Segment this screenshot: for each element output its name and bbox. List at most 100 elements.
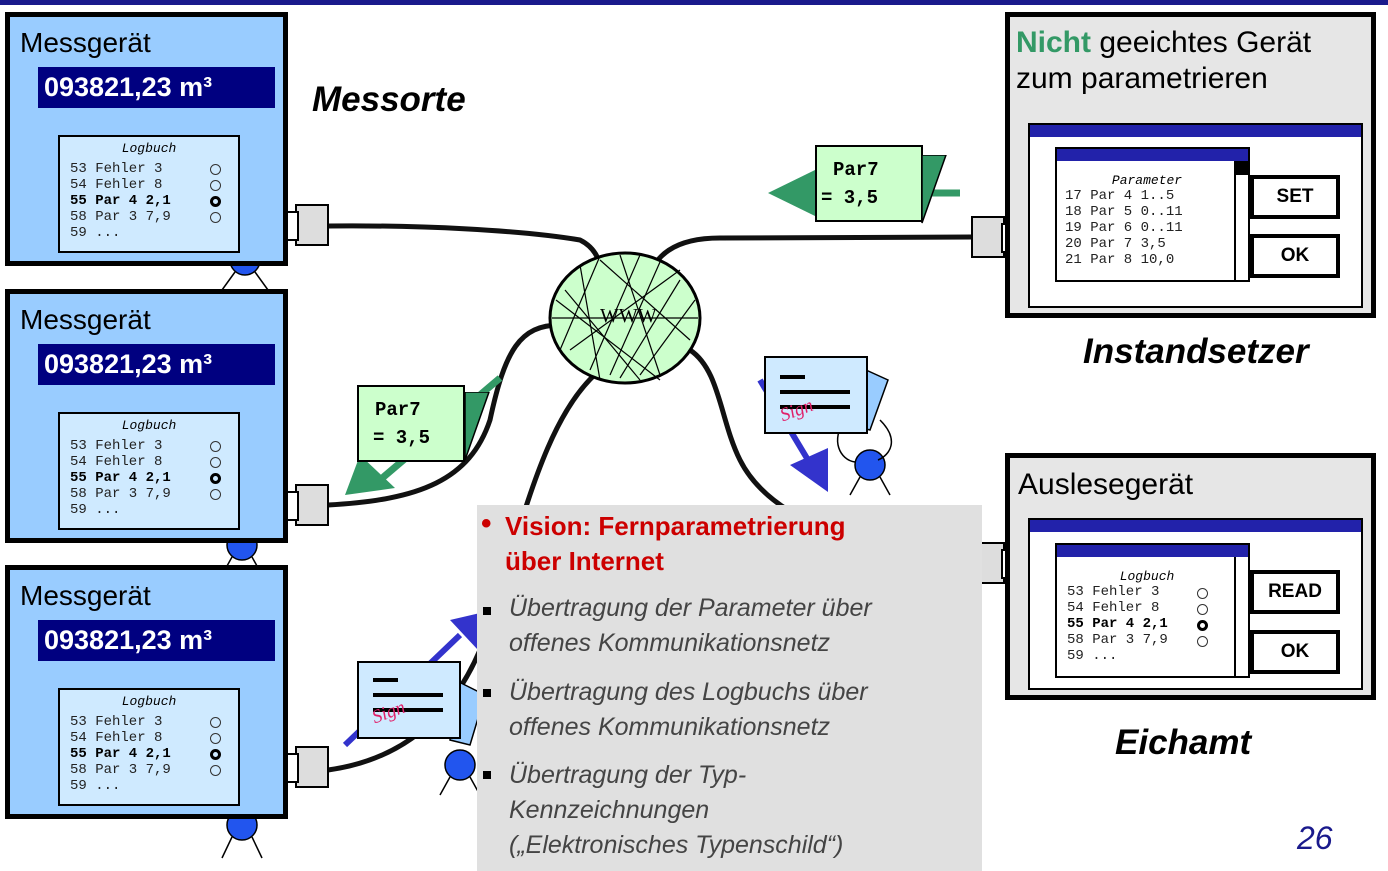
bullet-square xyxy=(483,771,491,779)
scrollbar[interactable] xyxy=(1234,557,1248,676)
note-fold-mid xyxy=(464,392,490,461)
www-globe xyxy=(548,251,702,385)
bullet-square xyxy=(483,689,491,697)
log-line: 59 ... xyxy=(70,778,121,794)
logbook-title: Logbuch xyxy=(121,141,177,156)
ok-button[interactable]: OK xyxy=(1250,630,1340,674)
page-number: 26 xyxy=(1297,820,1333,856)
bullet-dot: • xyxy=(481,507,492,540)
clock-icon xyxy=(210,180,221,191)
note-line1: Par7 xyxy=(833,159,879,181)
clock-icon xyxy=(210,733,221,744)
cable-device2 xyxy=(325,322,563,508)
signed-document-right xyxy=(764,356,889,434)
note-fold-top xyxy=(921,155,947,224)
vision-text-box: • Vision: Fernparametrierung über Intern… xyxy=(477,505,982,871)
logbook-title: Logbuch xyxy=(121,418,177,433)
clock-icon xyxy=(210,473,221,484)
param-line: 19 Par 6 0..11 xyxy=(1065,220,1183,236)
clock-icon xyxy=(210,164,221,175)
window-titlebar xyxy=(1030,125,1361,137)
log-line: 59 ... xyxy=(70,502,121,518)
logbook: Logbuch 53 Fehler 3 54 Fehler 8 55 Par 4… xyxy=(58,412,240,530)
parameter-window: Parameter 17 Par 4 1..5 18 Par 5 0..11 1… xyxy=(1055,147,1250,282)
bullet-parameter: Übertragung der Parameter über offenes K… xyxy=(509,591,872,661)
reader-device: Auslesegerät Logbuch 53 Fehler 3 54 Fehl… xyxy=(1005,453,1376,700)
param-note-mid: Par7 = 3,5 xyxy=(357,385,465,462)
vision-line1: Vision: Fernparametrierung xyxy=(505,511,846,541)
clock-icon xyxy=(210,489,221,500)
bullet-typenschild: Übertragung der Typ- Kennzeichnungen („E… xyxy=(509,758,843,863)
nicht-label: Nicht xyxy=(1016,26,1091,59)
param-note-top: Par7 = 3,5 xyxy=(815,145,923,222)
logbook-window: Logbuch 53 Fehler 3 54 Fehler 8 55 Par 4… xyxy=(1055,543,1250,678)
reader-device-title: Auslesegerät xyxy=(1018,468,1194,501)
param-line: 20 Par 7 3,5 xyxy=(1065,236,1166,252)
bullet-line: offenes Kommunikationsnetz xyxy=(509,629,831,657)
clock-icon xyxy=(210,457,221,468)
bullet-line: Kennzeichnungen xyxy=(509,796,710,824)
window-titlebar xyxy=(1030,520,1361,532)
clock-icon xyxy=(1197,588,1208,599)
www-label: WWW xyxy=(600,305,657,327)
ok-button[interactable]: OK xyxy=(1250,234,1340,278)
bullet-line: Übertragung der Parameter über xyxy=(509,594,872,622)
window-titlebar xyxy=(1057,545,1248,557)
clock-icon xyxy=(210,441,221,452)
param-line: 17 Par 4 1..5 xyxy=(1065,188,1175,204)
bullet-square xyxy=(483,607,491,615)
scrollbar-thumb[interactable] xyxy=(1236,161,1248,175)
note-line1: Par7 xyxy=(375,399,421,421)
log-line: 58 Par 3 7,9 xyxy=(70,762,171,778)
log-line: 55 Par 4 2,1 xyxy=(70,470,171,486)
clock-icon xyxy=(210,717,221,728)
messgeraet-2: Messgerät 093821,23 m³ Logbuch 53 Fehler… xyxy=(5,289,288,543)
log-line: 53 Fehler 3 xyxy=(70,714,163,730)
log-line: 53 Fehler 3 xyxy=(70,438,163,454)
bullet-line: Übertragung der Typ- xyxy=(509,761,747,789)
clock-icon xyxy=(210,196,221,207)
clock-icon xyxy=(1197,620,1208,631)
log-line: 53 Fehler 3 xyxy=(1067,584,1160,600)
messgeraet-3: Messgerät 093821,23 m³ Logbuch 53 Fehler… xyxy=(5,565,288,819)
log-line: 54 Fehler 8 xyxy=(70,730,163,746)
log-line: 55 Par 4 2,1 xyxy=(70,193,171,209)
note-line2: = 3,5 xyxy=(821,187,879,209)
log-line: 53 Fehler 3 xyxy=(70,161,163,177)
param-line: 21 Par 8 10,0 xyxy=(1065,252,1175,268)
window-titlebar xyxy=(1057,149,1248,161)
logbook: Logbuch 53 Fehler 3 54 Fehler 8 55 Par 4… xyxy=(58,135,240,253)
bullet-line: („Elektronisches Typenschild“) xyxy=(509,831,844,859)
log-line: 54 Fehler 8 xyxy=(1067,600,1160,616)
clock-icon xyxy=(210,765,221,776)
read-button[interactable]: READ xyxy=(1250,570,1340,614)
window-title: Parameter xyxy=(1111,173,1183,188)
top-bar xyxy=(0,0,1388,5)
device-title: Messgerät xyxy=(20,27,151,58)
log-line: 59 ... xyxy=(70,225,121,241)
meter-reading: 093821,23 m³ xyxy=(38,344,275,385)
scrollbar[interactable] xyxy=(1234,161,1248,280)
log-line: 58 Par 3 7,9 xyxy=(70,209,171,225)
window-title: Logbuch xyxy=(1119,569,1175,584)
logbook: Logbuch 53 Fehler 3 54 Fehler 8 55 Par 4… xyxy=(58,688,240,806)
log-line: 59 ... xyxy=(1067,648,1118,664)
device-title: Messgerät xyxy=(20,580,151,611)
clock-icon xyxy=(1197,604,1208,615)
log-line: 58 Par 3 7,9 xyxy=(70,486,171,502)
set-button[interactable]: SET xyxy=(1250,175,1340,219)
logbook-title: Logbuch xyxy=(121,694,177,709)
log-line: 55 Par 4 2,1 xyxy=(70,746,171,762)
label-eichamt: Eichamt xyxy=(1115,723,1252,762)
log-line: 54 Fehler 8 xyxy=(70,177,163,193)
bullet-line: Übertragung des Logbuchs über xyxy=(509,678,868,706)
clock-icon xyxy=(1197,636,1208,647)
log-line: 55 Par 4 2,1 xyxy=(1067,616,1168,632)
label-messorte: Messorte xyxy=(312,80,466,119)
label-instandsetzer: Instandsetzer xyxy=(1083,332,1309,371)
device-title: Messgerät xyxy=(20,304,151,335)
messgeraet-1: Messgerät 093821,23 m³ Logbuch 53 Fehler… xyxy=(5,12,288,266)
clock-icon xyxy=(210,212,221,223)
bullet-logbuch: Übertragung des Logbuchs über offenes Ko… xyxy=(509,675,868,745)
param-line: 18 Par 5 0..11 xyxy=(1065,204,1183,220)
